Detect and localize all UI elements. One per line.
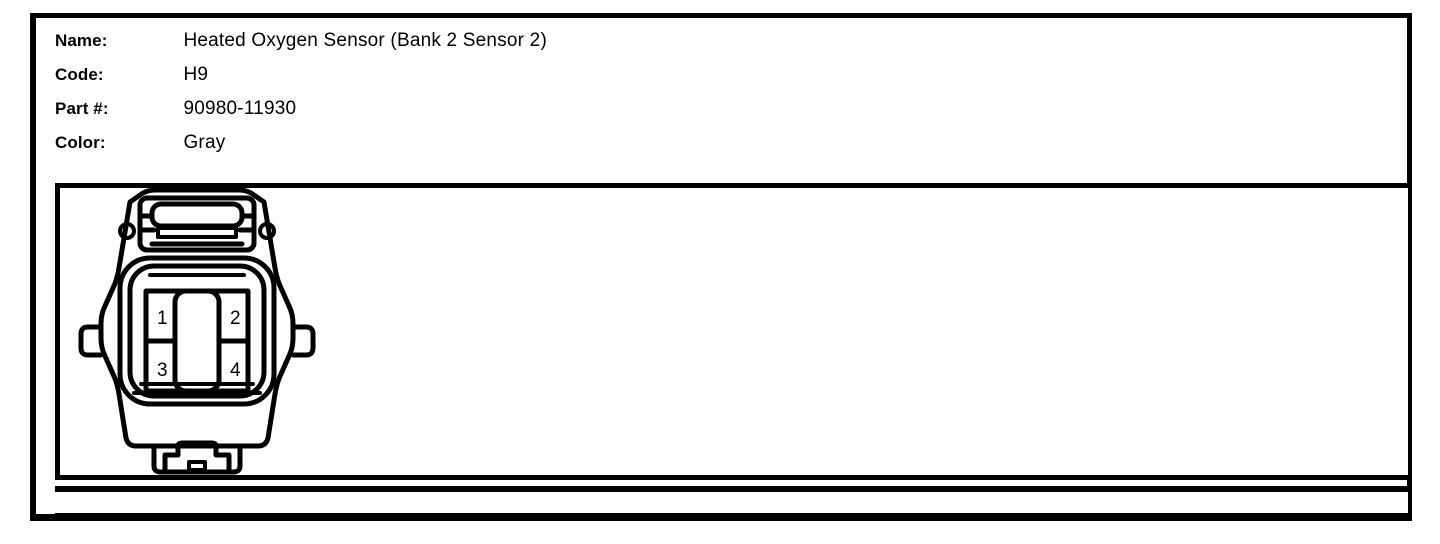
connector-illustration: 1 2 3 4 <box>68 188 328 478</box>
info-row-color: Color: Gray <box>55 126 955 160</box>
top-latch-outer <box>137 195 257 253</box>
pin-number-4: 4 <box>230 360 241 381</box>
info-row-code: Code: H9 <box>55 58 955 92</box>
pin-number-1: 1 <box>157 308 168 329</box>
right-side-ear <box>290 324 316 358</box>
info-value-name: Heated Oxygen Sensor (Bank 2 Sensor 2) <box>183 30 547 51</box>
left-alignment-hole <box>118 222 136 240</box>
housing-collar-outer <box>117 255 277 407</box>
pin-number-3: 3 <box>157 360 168 381</box>
info-value-part-number: 90980-11930 <box>183 98 297 119</box>
info-row-name: Name: Heated Oxygen Sensor (Bank 2 Senso… <box>55 24 955 58</box>
info-value-color: Gray <box>183 132 226 153</box>
right-alignment-hole <box>258 222 276 240</box>
connector-diagram-panel: 1 2 3 4 <box>55 183 1412 480</box>
info-label-code: Code: <box>55 65 104 84</box>
top-latch-inner-plate <box>149 201 245 229</box>
top-latch-bar <box>156 226 238 239</box>
bottom-tab-plate <box>162 440 232 474</box>
left-side-ear <box>78 324 104 358</box>
info-row-part-number: Part #: 90980-11930 <box>55 92 955 126</box>
info-value-code: H9 <box>183 64 209 85</box>
info-label-name: Name: <box>55 31 108 50</box>
connector-info-block: Name: Heated Oxygen Sensor (Bank 2 Senso… <box>55 24 955 160</box>
footer-strip <box>55 486 1412 520</box>
housing-collar-inner <box>127 263 267 399</box>
info-label-part-number: Part #: <box>55 99 109 118</box>
center-divider-slot <box>172 288 222 394</box>
bottom-tab-notch <box>187 460 207 472</box>
connector-face-svg: 1 2 3 4 <box>78 188 316 475</box>
pin-number-2: 2 <box>230 308 241 329</box>
info-label-color: Color: <box>55 133 106 152</box>
